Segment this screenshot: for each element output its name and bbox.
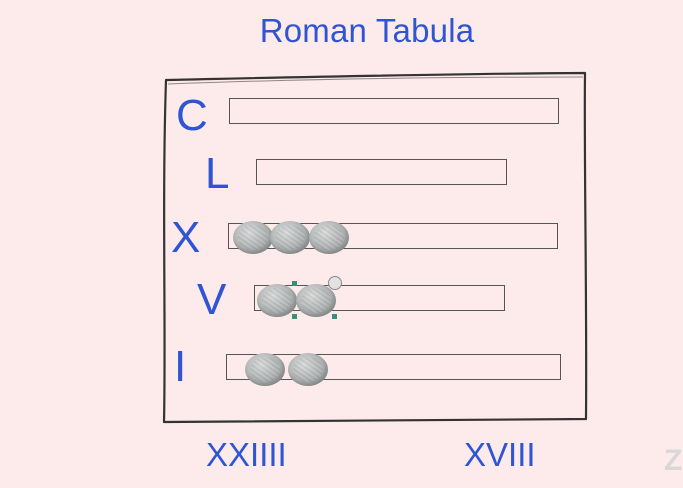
selection-handle[interactable] [332,314,337,319]
pebble[interactable] [245,353,285,386]
pebble[interactable] [233,221,273,254]
row-label-c: C [176,91,208,140]
result-left: XXIIII [206,436,287,473]
watermark-logo: Z [664,444,683,477]
row-label-x: X [171,213,201,262]
pebble[interactable] [257,284,297,317]
row-label-i: I [174,342,187,391]
pebble[interactable] [288,353,328,386]
rotate-handle[interactable] [328,276,342,290]
row-label-l: L [205,149,230,198]
row-bar-c[interactable] [229,98,559,124]
page-title: Roman Tabula [259,12,475,49]
selection-handle[interactable] [292,314,297,319]
row-bar-l[interactable] [256,159,507,185]
pebble[interactable] [270,221,310,254]
result-right: XVIII [464,436,536,473]
pebble[interactable] [309,221,349,254]
pebble-selected[interactable] [296,284,336,317]
row-label-v: V [197,275,227,324]
selection-handle[interactable] [292,281,297,286]
